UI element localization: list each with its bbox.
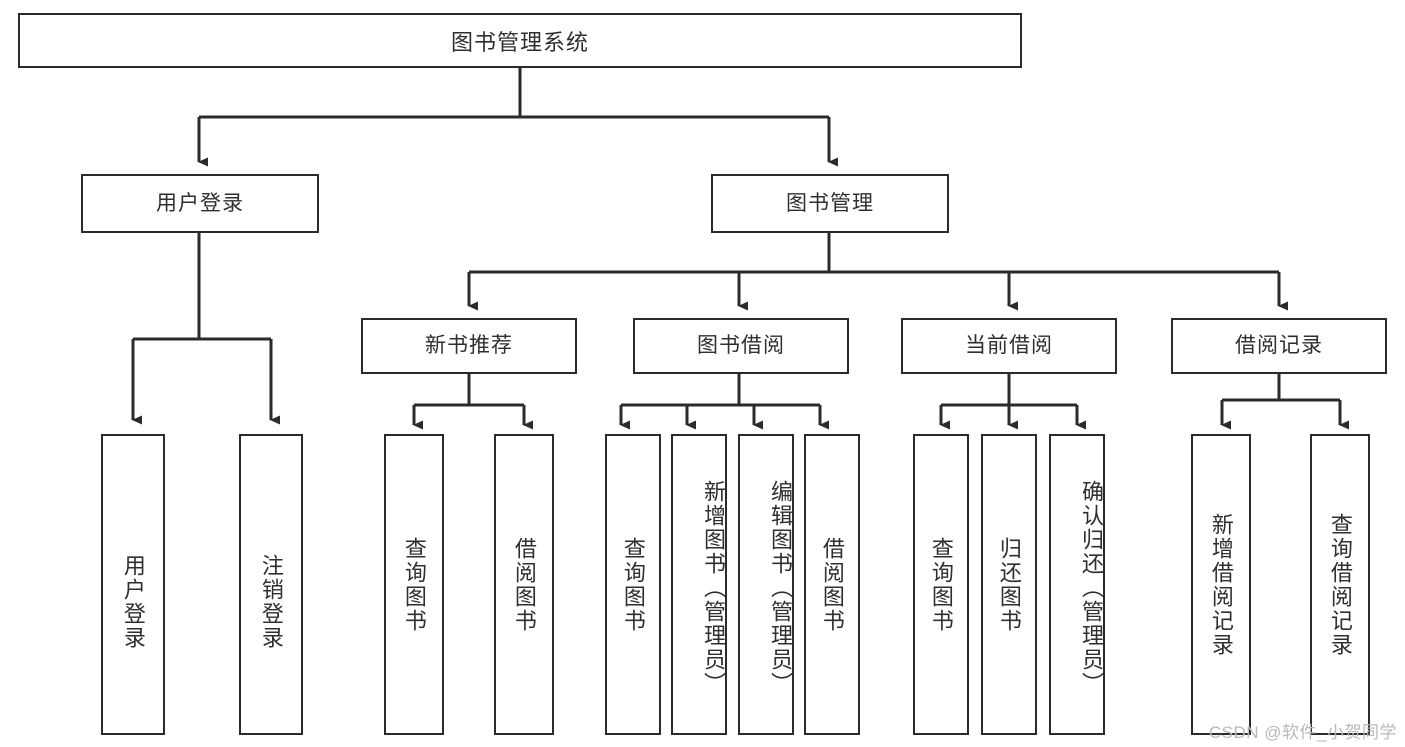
node-leaf-logout-label: 注销登录 [258, 553, 284, 650]
node-book-borrow[interactable]: 图书借阅 [633, 318, 849, 374]
node-leaf-borrow-book-1-label: 借阅图书 [511, 536, 537, 633]
node-leaf-add-record[interactable]: 新增借阅记录 [1191, 434, 1251, 735]
node-leaf-borrow-book-1[interactable]: 借阅图书 [494, 434, 554, 735]
watermark: CSDN @软件_小贺同学 [1208, 723, 1397, 742]
node-current-borrow[interactable]: 当前借阅 [901, 318, 1117, 374]
node-leaf-edit-book-label: 编辑图书（管理员） [768, 479, 793, 696]
node-leaf-add-book-label: 新增图书（管理员） [701, 479, 726, 696]
node-book-manage[interactable]: 图书管理 [711, 174, 949, 233]
node-leaf-return-book-label: 归还图书 [996, 536, 1022, 633]
node-leaf-edit-book[interactable]: 编辑图书（管理员） [738, 434, 794, 735]
node-borrow-record-label: 借阅记录 [1235, 334, 1323, 358]
node-user-login[interactable]: 用户登录 [81, 174, 319, 233]
node-leaf-query-book-1-label: 查询图书 [401, 536, 427, 633]
node-leaf-user-login[interactable]: 用户登录 [101, 434, 165, 735]
node-leaf-add-record-label: 新增借阅记录 [1208, 512, 1234, 657]
node-book-borrow-label: 图书借阅 [697, 334, 785, 358]
node-leaf-borrow-book-2[interactable]: 借阅图书 [804, 434, 860, 735]
node-leaf-add-book[interactable]: 新增图书（管理员） [671, 434, 727, 735]
node-current-borrow-label: 当前借阅 [965, 334, 1053, 358]
node-leaf-query-record[interactable]: 查询借阅记录 [1310, 434, 1370, 735]
node-leaf-return-book[interactable]: 归还图书 [981, 434, 1037, 735]
node-leaf-query-book-2[interactable]: 查询图书 [605, 434, 661, 735]
node-leaf-borrow-book-2-label: 借阅图书 [819, 536, 845, 633]
node-leaf-query-book-3[interactable]: 查询图书 [913, 434, 969, 735]
node-leaf-confirm-return-label: 确认归还（管理员） [1079, 479, 1104, 696]
node-root[interactable]: 图书管理系统 [18, 13, 1022, 68]
node-leaf-query-book-1[interactable]: 查询图书 [384, 434, 444, 735]
node-new-book-rec[interactable]: 新书推荐 [361, 318, 577, 374]
node-leaf-user-login-label: 用户登录 [120, 553, 146, 650]
node-borrow-record[interactable]: 借阅记录 [1171, 318, 1387, 374]
node-leaf-query-book-2-label: 查询图书 [620, 536, 646, 633]
node-leaf-confirm-return[interactable]: 确认归还（管理员） [1049, 434, 1105, 735]
node-new-book-rec-label: 新书推荐 [425, 334, 513, 358]
node-leaf-query-record-label: 查询借阅记录 [1327, 512, 1353, 657]
node-root-label: 图书管理系统 [450, 29, 589, 55]
node-leaf-logout[interactable]: 注销登录 [239, 434, 303, 735]
node-leaf-query-book-3-label: 查询图书 [928, 536, 954, 633]
node-book-manage-label: 图书管理 [786, 191, 874, 215]
node-user-login-label: 用户登录 [156, 191, 244, 215]
